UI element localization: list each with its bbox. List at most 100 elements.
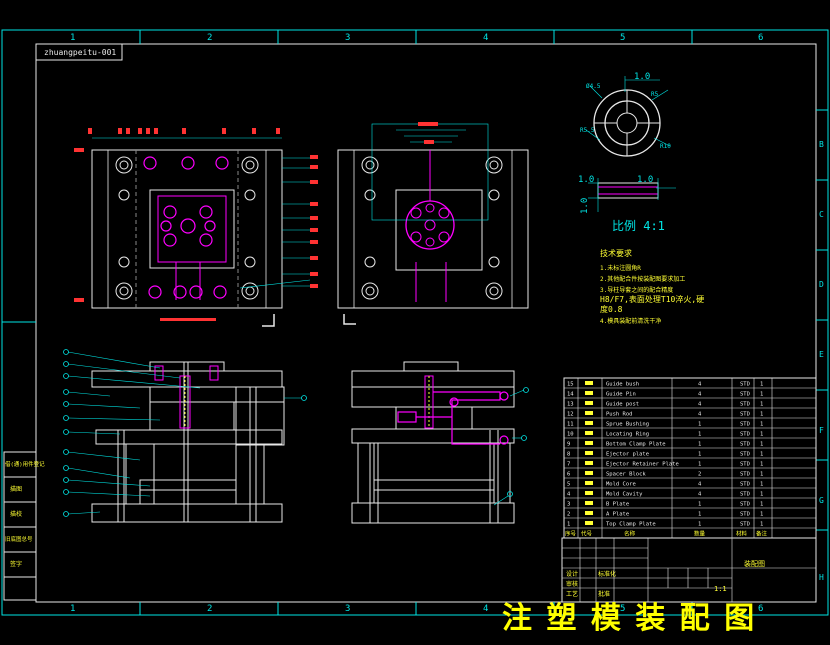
bom-part-name: Locating Ring xyxy=(606,432,649,438)
bom-part-name: B Plate xyxy=(606,502,629,508)
bom-part-name: Spacer Block xyxy=(606,472,646,478)
note-line: 3.导柱导套之间的配合精度 xyxy=(600,286,673,294)
detail-dim: 1.0 xyxy=(580,198,590,214)
bom-header: 代号 xyxy=(581,530,593,538)
bom-part-name: Top Clamp Plate xyxy=(606,522,656,528)
plan-view-moving-half xyxy=(74,128,318,327)
bom-remark: 1 xyxy=(760,472,763,478)
bom-material: STD xyxy=(740,482,750,488)
detail-scale: 比例 4:1 xyxy=(612,219,665,233)
row-label: H xyxy=(819,573,824,582)
column-labels: 1 2 3 4 5 6 1 2 3 4 5 6 xyxy=(70,33,763,614)
col-label: 4 xyxy=(483,604,488,614)
bom-no: 8 xyxy=(567,452,570,458)
bom-no: 3 xyxy=(567,502,570,508)
plan-view-fixed-half xyxy=(337,122,529,325)
strip-label: 描图 xyxy=(10,485,22,493)
bom-material: STD xyxy=(740,522,750,528)
bom-part-name: Bottom Clamp Plate xyxy=(606,442,666,448)
bom-no: 9 xyxy=(567,442,570,448)
bom-material: STD xyxy=(740,382,750,388)
bom-remark: 1 xyxy=(760,492,763,498)
row-label: G xyxy=(819,496,824,505)
col-label: 1 xyxy=(70,33,75,43)
detail-dim: R5.5 xyxy=(580,127,595,134)
col-label: 3 xyxy=(345,604,350,614)
bom-qty: 1 xyxy=(698,442,701,448)
bom-part-name: Guide Pin xyxy=(606,392,636,398)
bom-qty: 4 xyxy=(698,412,702,418)
note-line: H8/F7,表面处理T10淬火,硬 xyxy=(600,294,704,304)
bom-remark: 1 xyxy=(760,432,763,438)
bom-material: STD xyxy=(740,442,750,448)
note-line: 度0.8 xyxy=(600,304,623,314)
bom-qty: 4 xyxy=(698,382,702,388)
bom-no: 12 xyxy=(567,412,574,418)
left-strip: 借(通)用件登记 描图 描校 旧底图总号 签字 xyxy=(3,451,45,601)
drawing-number: zhuangpeitu-001 xyxy=(44,48,116,57)
bom-part-name: Push Rod xyxy=(606,412,633,418)
bom-no: 6 xyxy=(567,472,570,478)
bom-qty: 4 xyxy=(698,392,702,398)
inner-frame xyxy=(35,43,817,603)
bom-no: 4 xyxy=(567,492,571,498)
col-label: 6 xyxy=(758,33,763,43)
bom-part-name: Mold Cavity xyxy=(606,492,643,498)
bom-header: 备注 xyxy=(756,530,768,538)
bom-no: 15 xyxy=(567,382,574,388)
col-label: 6 xyxy=(758,604,763,614)
title-block-label: 标准化 xyxy=(598,570,616,578)
bom-part-name: Mold Core xyxy=(606,482,636,488)
bom-remark: 1 xyxy=(760,522,763,528)
bom-material: STD xyxy=(740,462,750,468)
bom-remark: 1 xyxy=(760,512,763,518)
strip-label: 旧底图总号 xyxy=(5,535,33,543)
bom-part-name: A Plate xyxy=(606,512,629,518)
row-label: F xyxy=(819,426,824,435)
detail-dim: R10 xyxy=(660,143,671,150)
drawing-number-box xyxy=(35,43,123,61)
section-view-a xyxy=(63,349,307,523)
bom-material: STD xyxy=(740,472,750,478)
row-label: E xyxy=(819,350,824,359)
detail-dim: 1.0 xyxy=(634,72,650,82)
row-label: C xyxy=(819,210,824,219)
bom-no: 13 xyxy=(567,402,574,408)
bom-remark: 1 xyxy=(760,462,763,468)
bom-no: 10 xyxy=(567,432,574,438)
bom-material: STD xyxy=(740,422,750,428)
bom-qty: 1 xyxy=(698,452,701,458)
title-block-label: 工艺 xyxy=(566,590,578,598)
section-view-b xyxy=(351,361,529,524)
bom-material: STD xyxy=(740,452,750,458)
bom-header: 数量 xyxy=(694,530,706,538)
detail-dim: R5 xyxy=(651,91,659,98)
bom-remark: 1 xyxy=(760,452,763,458)
strip-label: 签字 xyxy=(10,560,22,568)
detail-dim: 1.0 xyxy=(578,175,594,185)
bom-material: STD xyxy=(740,412,750,418)
bom-remark: 1 xyxy=(760,502,763,508)
bom-qty: 4 xyxy=(698,492,702,498)
bom-header: 序号 xyxy=(565,530,577,538)
col-label: 3 xyxy=(345,33,350,43)
bom-qty: 1 xyxy=(698,512,701,518)
bom-qty: 4 xyxy=(698,402,702,408)
title-block-label: 批准 xyxy=(598,590,610,598)
bom-qty: 1 xyxy=(698,422,701,428)
bom-header: 材料 xyxy=(736,530,748,538)
bom-header: 名称 xyxy=(624,530,636,538)
row-label: B xyxy=(819,140,824,149)
bom-no: 1 xyxy=(567,522,570,528)
bom-no: 14 xyxy=(567,392,574,398)
bom-part-name: Ejector plate xyxy=(606,452,649,458)
bom-material: STD xyxy=(740,512,750,518)
note-line: 4.模具装配前清洗干净 xyxy=(600,317,661,325)
bom-no: 7 xyxy=(567,462,570,468)
col-label: 4 xyxy=(483,33,488,43)
bom-remark: 1 xyxy=(760,482,763,488)
bom-qty: 1 xyxy=(698,522,701,528)
bom-material: STD xyxy=(740,432,750,438)
bom-remark: 1 xyxy=(760,422,763,428)
